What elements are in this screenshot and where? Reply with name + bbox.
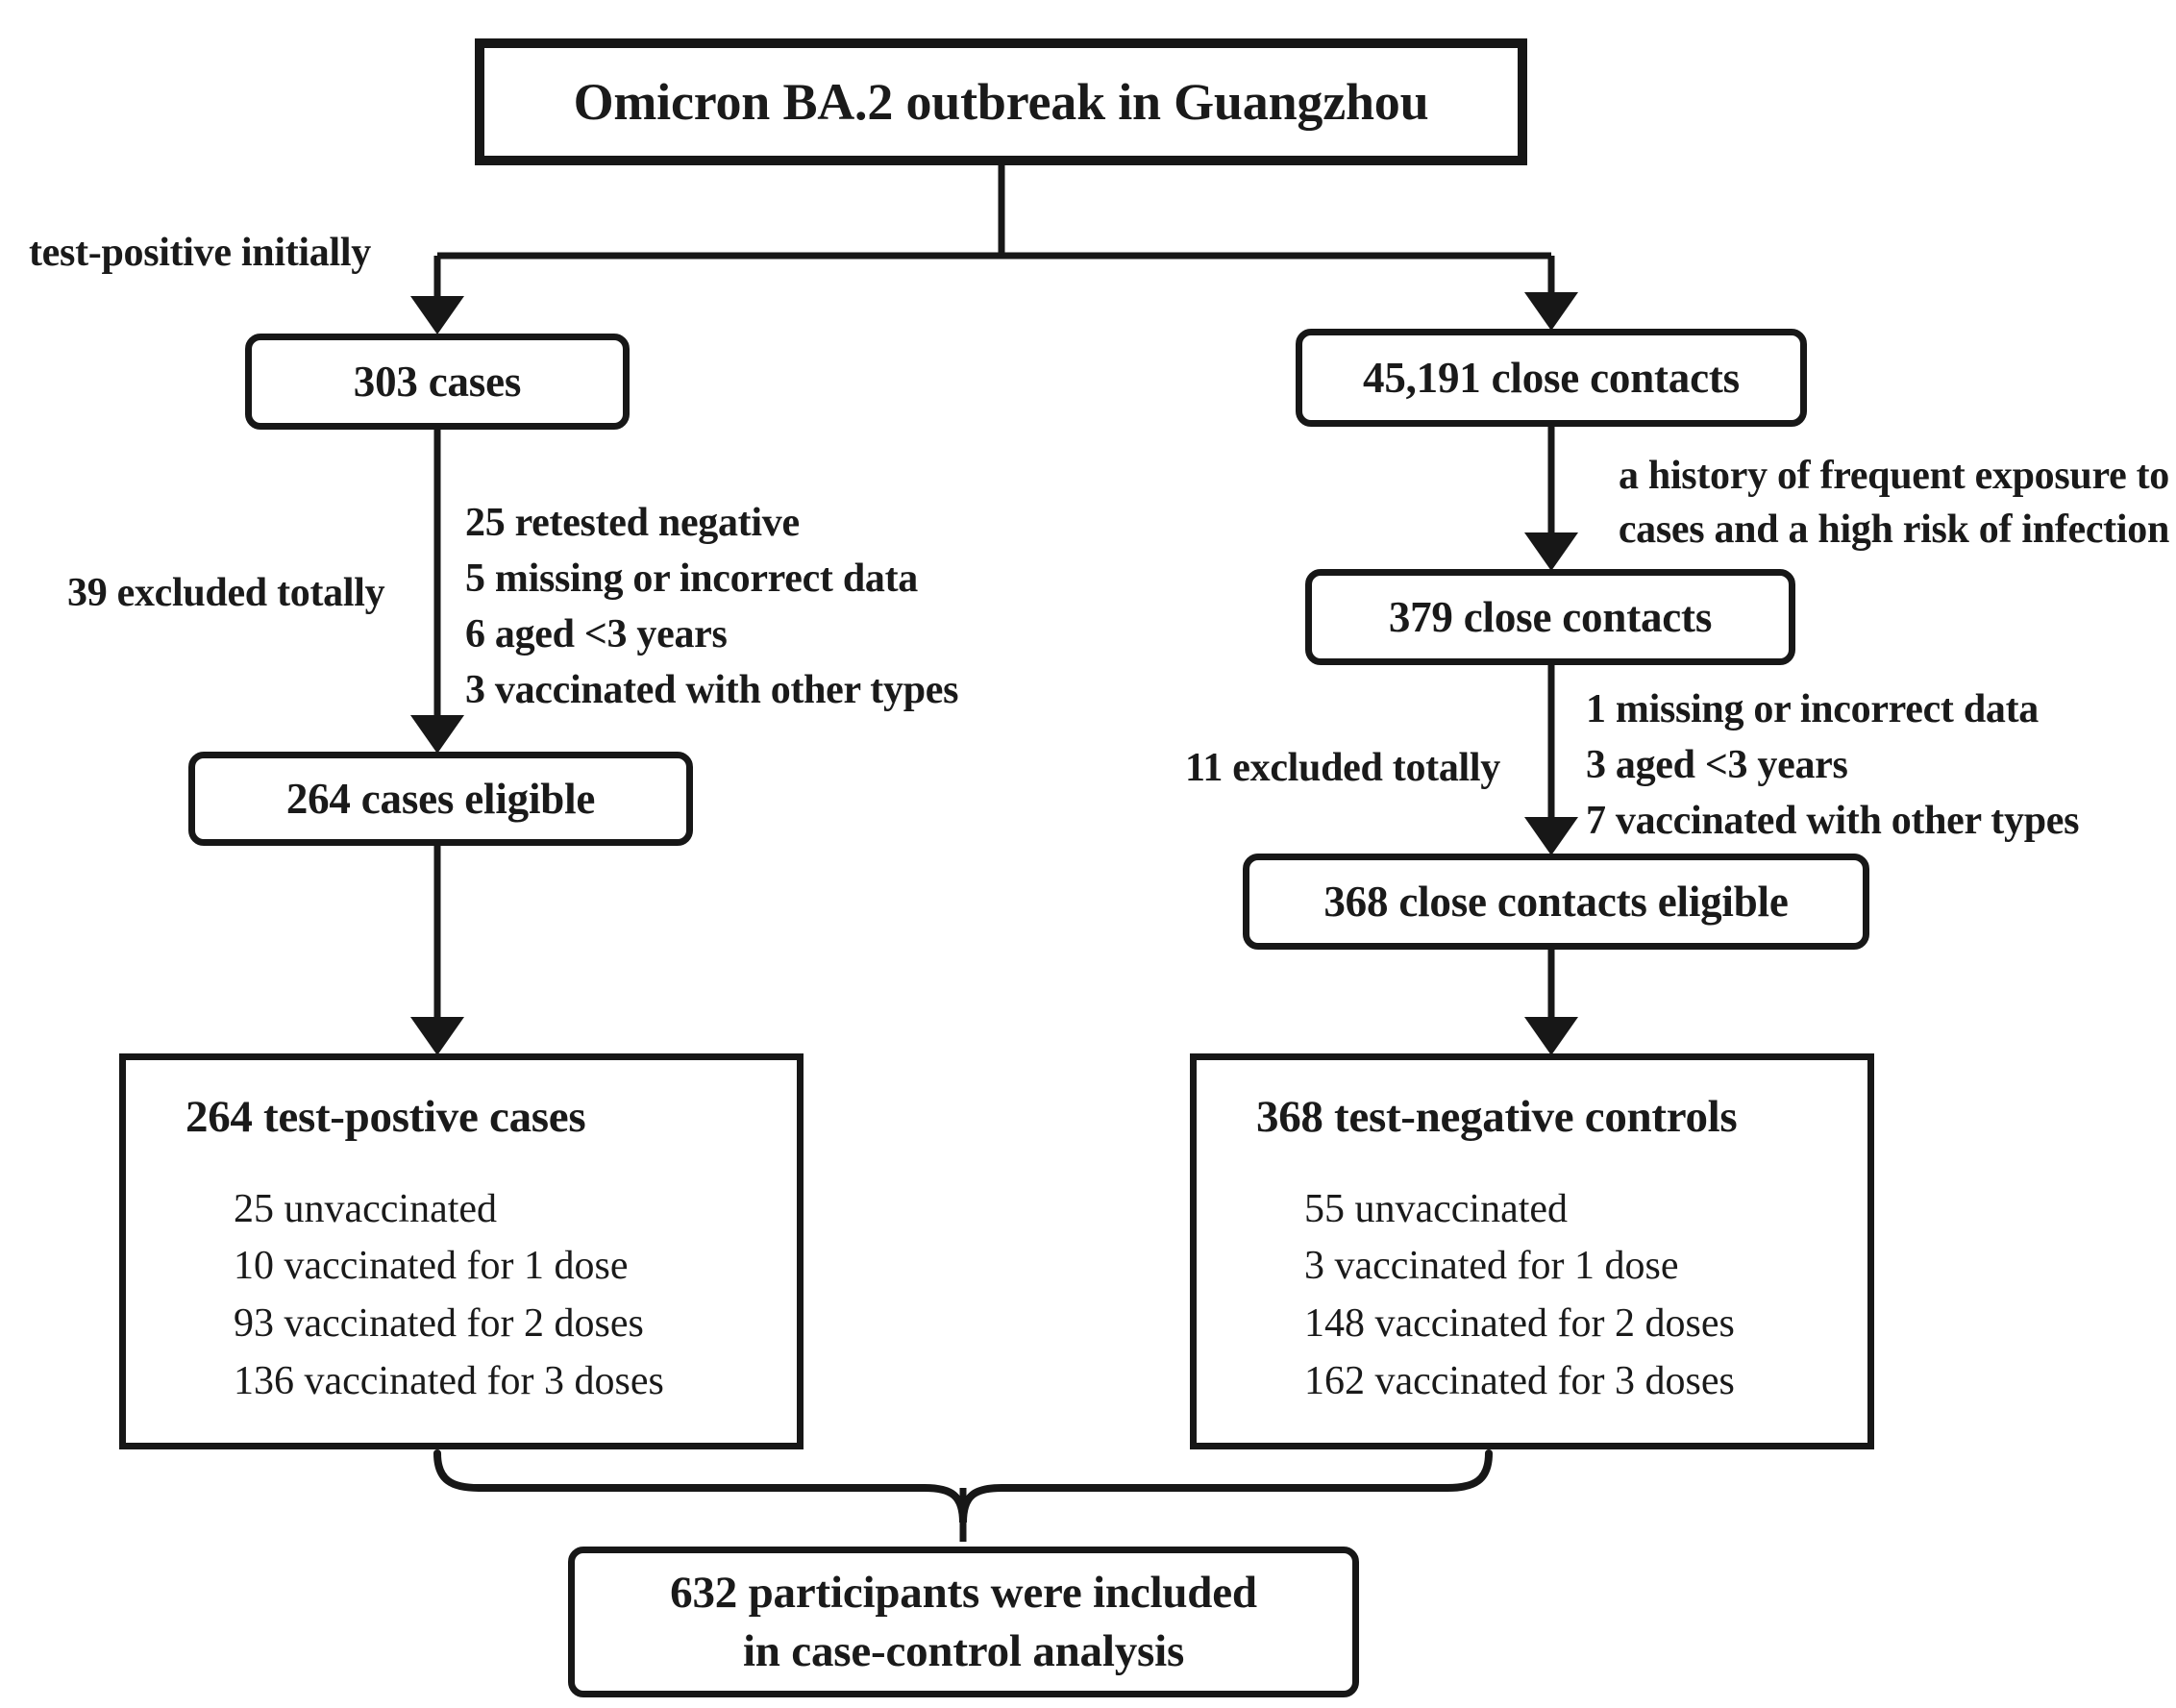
panel-controls-breakdown-item: 148 vaccinated for 2 doses [1304, 1300, 1735, 1346]
panel-cases-breakdown-item: 93 vaccinated for 2 doses [234, 1300, 644, 1346]
left-excluded-summary: 39 excluded totally [67, 571, 385, 615]
box-final-participants-line1: 632 participants were included [670, 1568, 1257, 1619]
box-eligible-cases-label: 264 cases eligible [285, 774, 596, 823]
right-branch-label: a history of frequent exposure to cases … [1587, 450, 2169, 557]
left-exclusion-reason: 25 retested negative [465, 501, 800, 545]
left-exclusion-reason: 5 missing or incorrect data [465, 556, 918, 601]
arrowhead-to-303 [410, 296, 464, 334]
right-exclusion-reasons: 1 missing or incorrect data 3 aged <3 ye… [1586, 682, 2079, 850]
box-eligible-cases: 264 cases eligible [188, 752, 693, 846]
box-filtered-close-contacts: 379 close contacts [1305, 569, 1795, 665]
right-branch-label-line1: a history of frequent exposure to [1618, 454, 2169, 498]
arrowhead-to-controls-panel [1524, 1017, 1578, 1055]
panel-controls-breakdown: 55 unvaccinated 3 vaccinated for 1 dose … [1256, 1181, 1867, 1411]
panel-cases-heading: 264 test-postive cases [185, 1092, 586, 1142]
right-exclusion-reason: 3 aged <3 years [1586, 742, 1848, 787]
box-filtered-close-contacts-label: 379 close contacts [1388, 592, 1713, 641]
panel-controls-breakdown-item: 3 vaccinated for 1 dose [1304, 1244, 1679, 1289]
panel-test-negative-controls: 368 test-negative controls 55 unvaccinat… [1190, 1053, 1874, 1449]
box-eligible-close-contacts: 368 close contacts eligible [1243, 854, 1869, 950]
box-initial-close-contacts-label: 45,191 close contacts [1363, 353, 1740, 402]
panel-controls-breakdown-item: 55 unvaccinated [1304, 1186, 1569, 1231]
right-excluded-summary: 11 excluded totally [1185, 746, 1500, 790]
arrowhead-to-379 [1524, 532, 1578, 571]
title-box: Omicron BA.2 outbreak in Guangzhou [475, 38, 1527, 165]
panel-cases-breakdown-item: 136 vaccinated for 3 doses [234, 1358, 664, 1403]
left-exclusion-reason: 6 aged <3 years [465, 611, 728, 656]
brace-connector [433, 1449, 1493, 1523]
box-initial-close-contacts: 45,191 close contacts [1296, 329, 1807, 427]
arrowhead-to-264-eligible [410, 715, 464, 754]
arrowhead-to-368-eligible [1524, 817, 1578, 855]
left-branch-label: test-positive initially [29, 231, 371, 275]
arrowhead-to-cases-panel [410, 1017, 464, 1055]
panel-test-positive-cases: 264 test-postive cases 25 unvaccinated 1… [119, 1053, 804, 1449]
panel-controls-heading: 368 test-negative controls [1256, 1092, 1738, 1142]
right-exclusion-reason: 1 missing or incorrect data [1586, 687, 2039, 731]
panel-cases-breakdown-item: 25 unvaccinated [234, 1186, 498, 1231]
panel-controls-breakdown-item: 162 vaccinated for 3 doses [1304, 1358, 1735, 1403]
box-eligible-close-contacts-label: 368 close contacts eligible [1323, 877, 1789, 926]
panel-cases-breakdown-item: 10 vaccinated for 1 dose [234, 1244, 629, 1289]
box-final-participants: 632 participants were included in case-c… [568, 1547, 1359, 1697]
panel-cases-breakdown: 25 unvaccinated 10 vaccinated for 1 dose… [185, 1181, 797, 1411]
box-final-participants-line2: in case-control analysis [742, 1625, 1185, 1676]
right-exclusion-reason: 7 vaccinated with other types [1586, 798, 2080, 843]
arrowhead-to-45191 [1524, 292, 1578, 331]
box-initial-cases: 303 cases [245, 334, 630, 430]
right-branch-label-line2: cases and a high risk of infection [1618, 507, 2169, 552]
box-initial-cases-label: 303 cases [353, 357, 522, 406]
title-box-label: Omicron BA.2 outbreak in Guangzhou [573, 72, 1429, 131]
left-exclusion-reasons: 25 retested negative 5 missing or incorr… [465, 496, 958, 719]
left-exclusion-reason: 3 vaccinated with other types [465, 667, 959, 712]
